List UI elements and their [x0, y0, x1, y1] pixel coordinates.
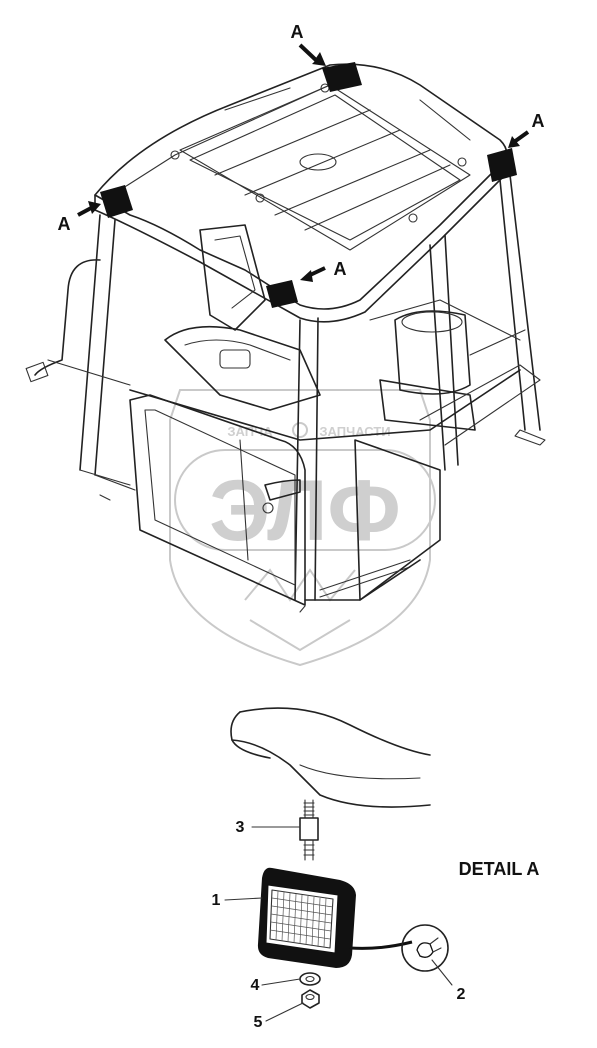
part-number-4: 4 — [251, 977, 260, 994]
part-2-bulb — [401, 924, 449, 972]
detail-title: DETAIL A — [459, 859, 540, 879]
part-number-3: 3 — [236, 819, 245, 836]
callout-label-top: A — [291, 22, 304, 42]
svg-text:ЗАПЧА: ЗАПЧА — [227, 424, 273, 439]
cab-lamps — [100, 62, 517, 308]
part-4-washer — [299, 972, 321, 986]
detail-a: 3 1 2 4 5 DETAIL A — [212, 707, 540, 1031]
part-number-2: 2 — [457, 986, 466, 1003]
callout-arrows: A A A A — [58, 22, 545, 282]
callout-label-front: A — [334, 259, 347, 279]
part-number-1: 1 — [212, 892, 221, 909]
callout-label-left: A — [58, 214, 71, 234]
cab-drawing — [25, 63, 546, 613]
part-number-5: 5 — [254, 1014, 263, 1031]
lamp-right — [487, 148, 517, 182]
lamp-rear-left — [100, 185, 133, 218]
watermark: ЭЛФ ЗАПЧАСТИ ЗАПЧА — [169, 389, 436, 667]
lamp-front-bottom — [266, 280, 298, 308]
lamp-front-top — [322, 62, 362, 92]
callout-label-right: A — [532, 111, 545, 131]
watermark-text: ЗАПЧАСТИ — [319, 424, 390, 439]
part-1-lamp — [257, 867, 413, 968]
part-5-nut — [301, 989, 320, 1009]
part-3-bolt — [299, 799, 319, 861]
